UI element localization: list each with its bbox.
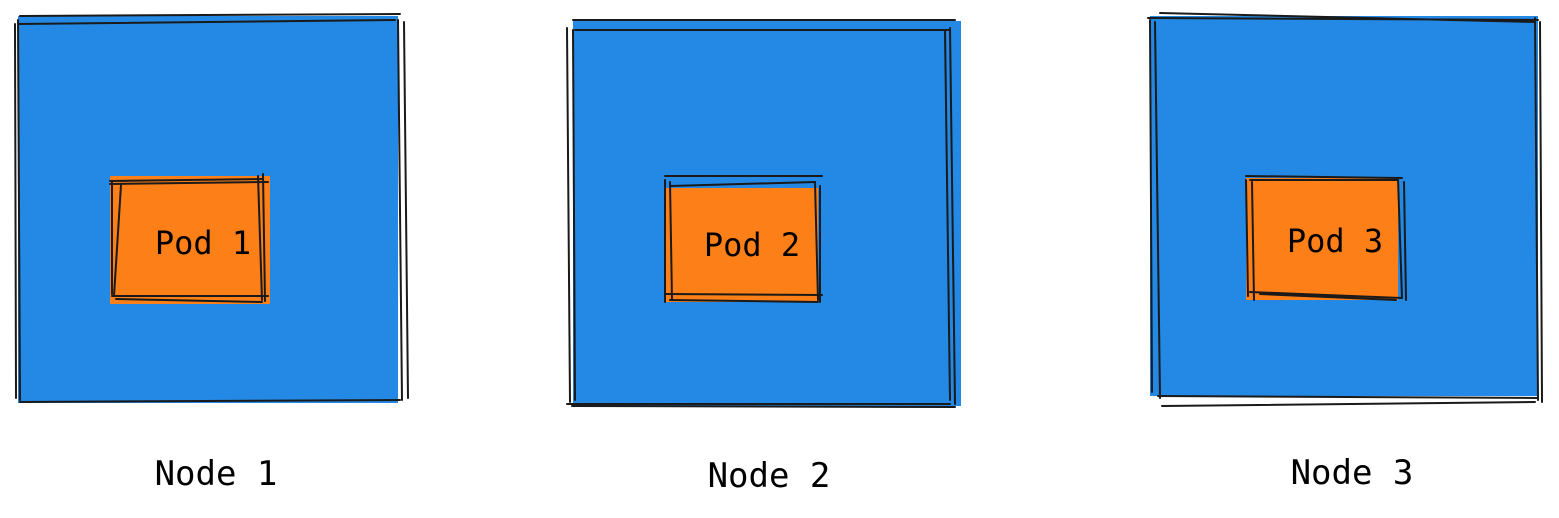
pod-2-label: Pod 2 [704,226,800,264]
node-2: Pod 2 Node 2 [566,19,961,496]
pod-3: Pod 3 [1245,175,1407,301]
node-2-sketch-border [566,19,956,408]
node-3: Pod 3 Node 3 [1147,12,1543,493]
pod-3-box [1246,178,1398,300]
pod-3-label: Pod 3 [1287,222,1383,260]
pod-2-box [665,188,818,302]
pod-1-box [110,176,270,304]
node-1-label: Node 1 [155,454,278,494]
node-1-sketch-border [14,13,409,403]
node-3-sketch-border [1147,12,1543,407]
pod-1-label: Pod 1 [155,224,251,262]
node-3-label: Node 3 [1291,453,1414,493]
pod-2: Pod 2 [664,175,823,303]
node-2-label: Node 2 [708,456,831,496]
node-1: Pod 1 Node 1 [14,13,409,494]
pod-1: Pod 1 [109,173,270,304]
